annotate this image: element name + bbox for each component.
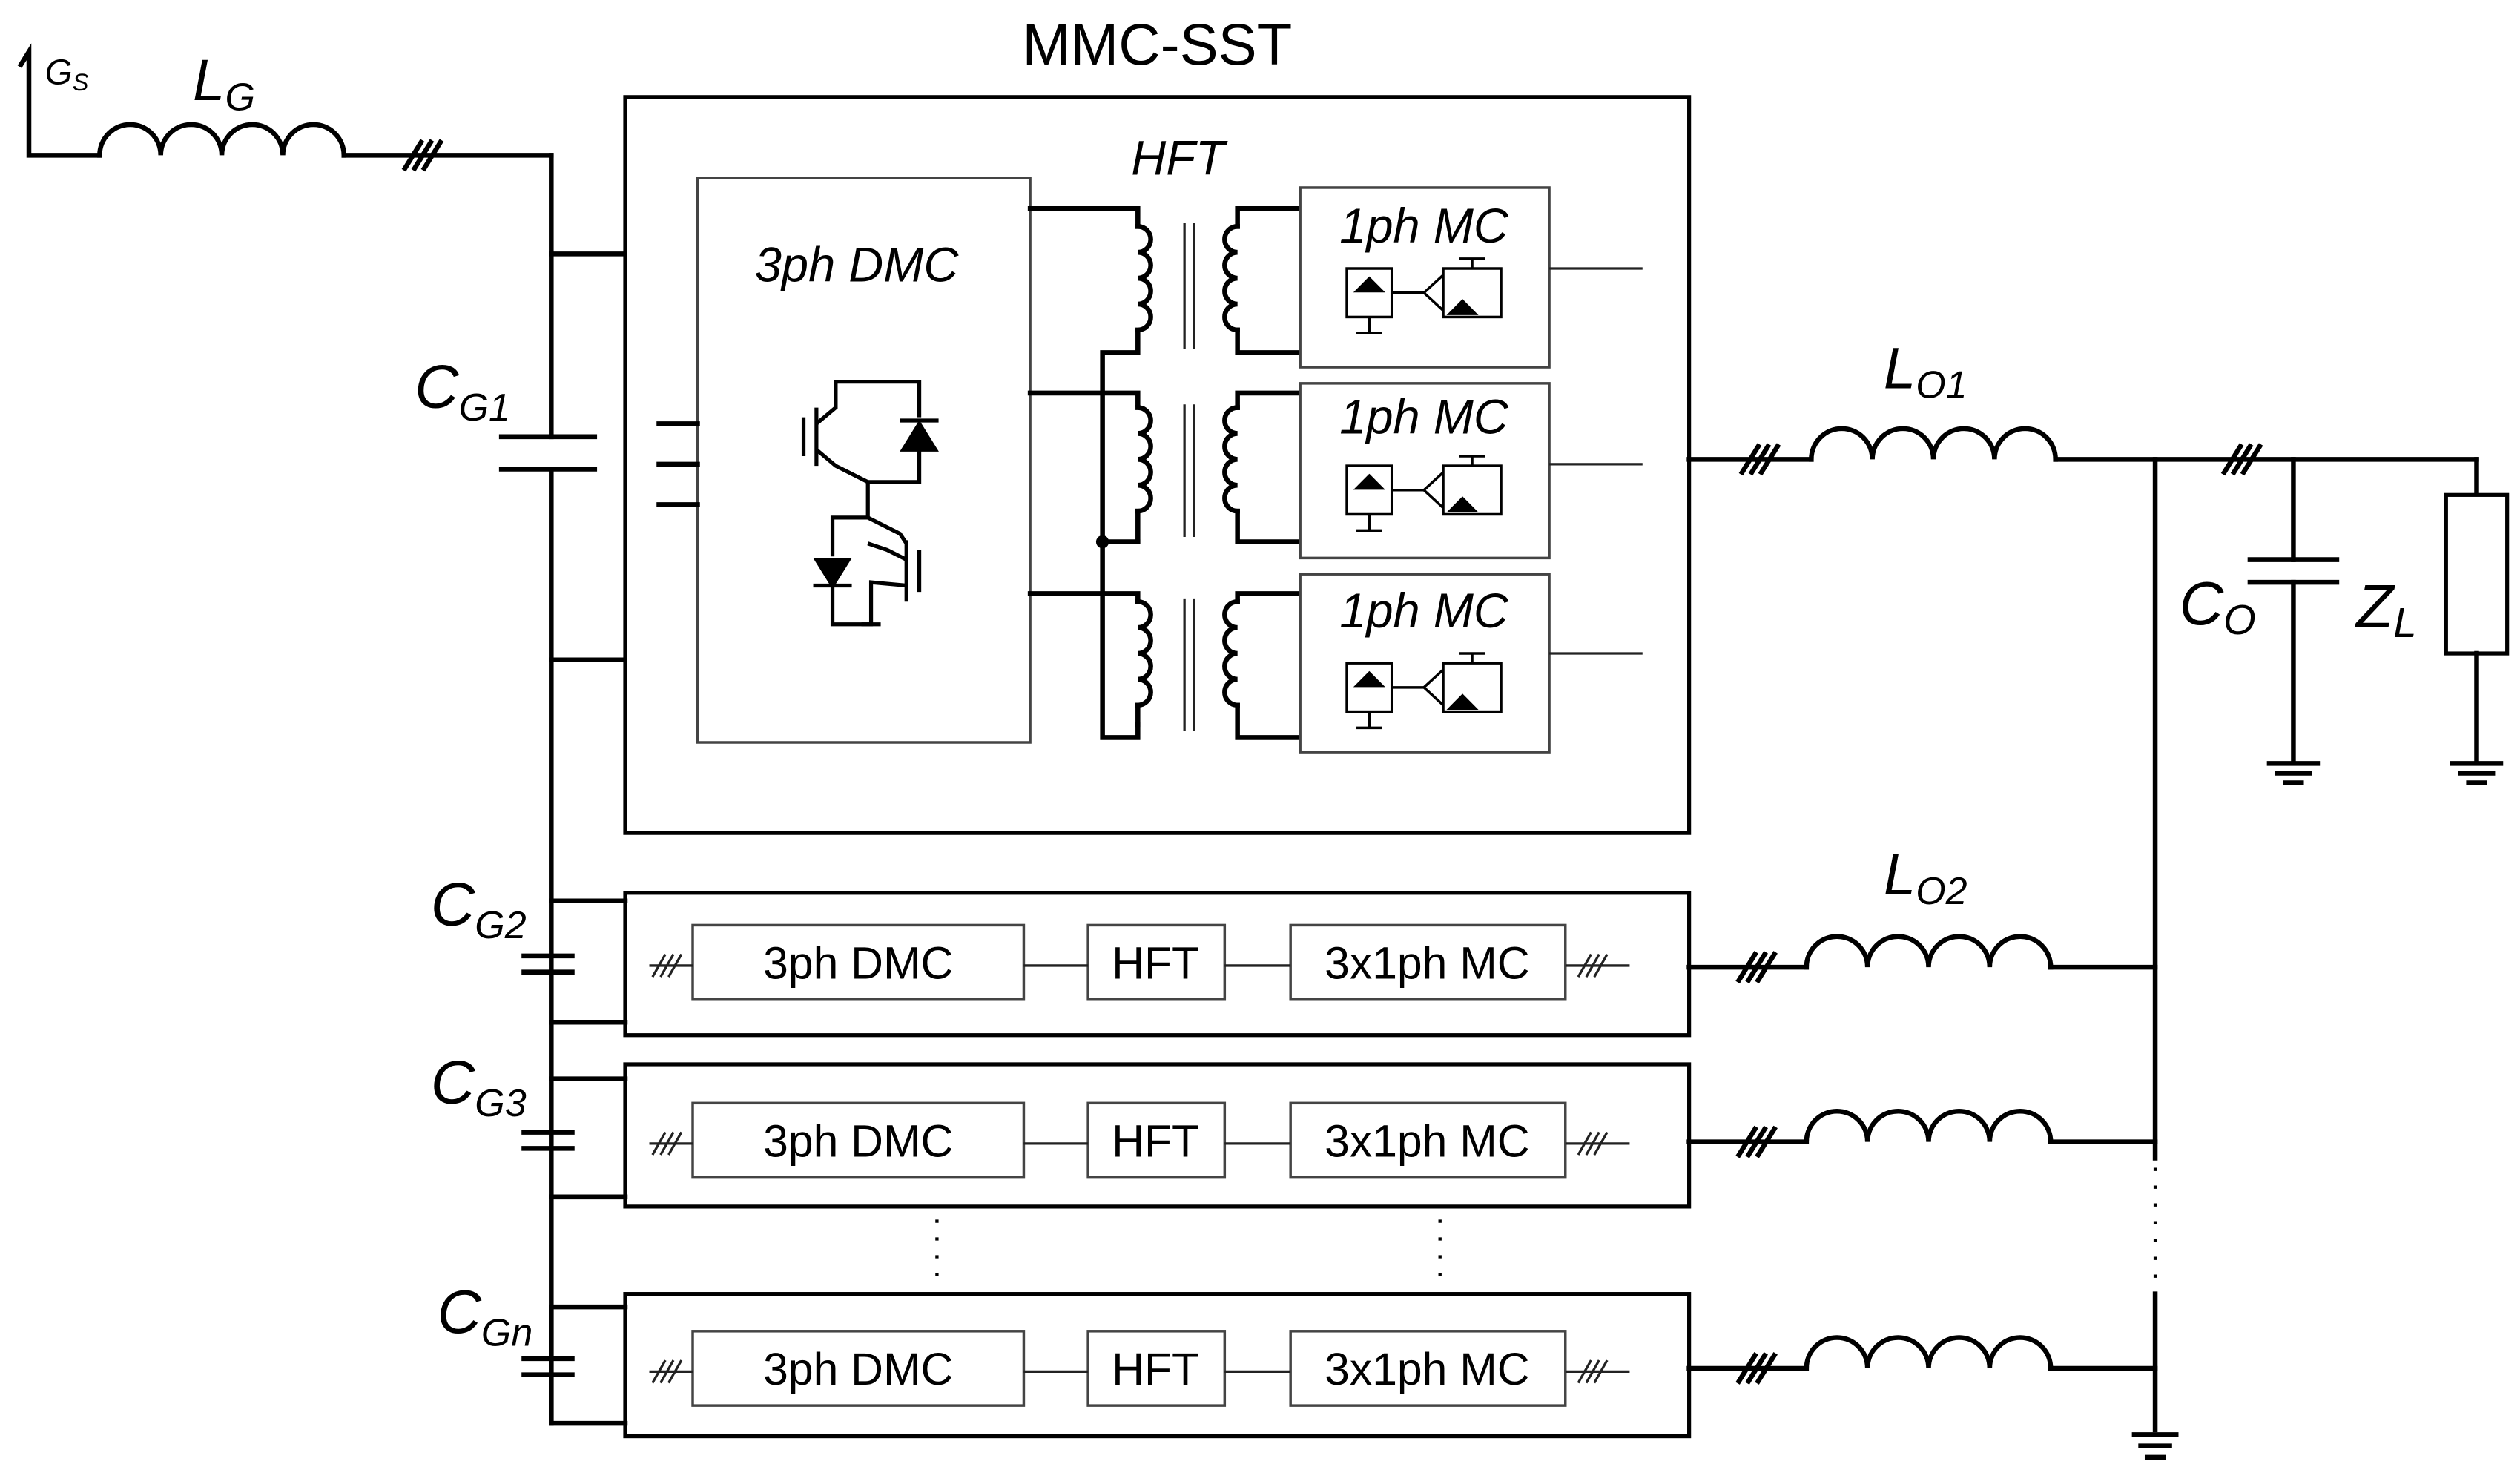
row-n-dmc-label: 3ph DMC [763, 1344, 953, 1394]
hft-label: HFT [1131, 131, 1228, 185]
three-phase-dmc-block [696, 177, 1032, 744]
grid-source: GS [17, 43, 102, 158]
cg2-symbol: C [431, 869, 476, 938]
diagram-title: MMC-SST [1022, 12, 1292, 77]
grid-inductor-symbol: L [193, 47, 225, 113]
three-phase-marker [401, 139, 444, 172]
cg1-subscript: G1 [459, 386, 510, 429]
svg-text:ZL: ZL [2355, 572, 2417, 646]
hft-transformer-2 [1135, 390, 1303, 544]
grid-inductor-subscript: G [225, 76, 254, 119]
cg2-subscript: G2 [475, 904, 526, 947]
row1-dmc-label: 3ph DMC [763, 937, 953, 988]
cg3-symbol: C [431, 1047, 476, 1116]
grid-inductor: LG [97, 47, 554, 158]
svg-text:CG3: CG3 [431, 1047, 527, 1125]
row-n-mc-label: 3x1ph MC [1325, 1344, 1529, 1394]
cgn-subscript: Gn [481, 1311, 532, 1354]
output-inductor-lo2: LO2 [1686, 842, 2158, 984]
mc-1-label: 1ph MC [1339, 199, 1508, 253]
igbt-switch-icon [801, 380, 939, 627]
hft-transformer-1 [1135, 206, 1303, 355]
capacitor-cgn: CGn [437, 1277, 575, 1377]
cgn-symbol: C [437, 1277, 482, 1346]
lo1-subscript: O1 [1916, 363, 1967, 406]
cg3-subscript: G3 [475, 1082, 526, 1125]
svg-text:LG: LG [193, 47, 255, 119]
cg1-symbol: C [415, 352, 460, 421]
svg-text:GS: GS [45, 53, 89, 96]
svg-text:LO1: LO1 [1884, 335, 1967, 406]
svg-text:CGn: CGn [437, 1277, 532, 1355]
co-symbol: C [2180, 569, 2225, 638]
module-row-1: 3ph DMC HFT 3x1ph MC [549, 891, 1692, 1038]
output-inductor-lo1: LO1 [1809, 335, 2479, 462]
lo2-symbol: L [1884, 842, 1916, 907]
zl-subscript: L [2393, 599, 2416, 646]
row2-mc-label: 3x1ph MC [1325, 1115, 1529, 1166]
dmc-output-wiring [1027, 206, 1141, 740]
module-row-2: 3ph DMC HFT 3x1ph MC [549, 1062, 1692, 1209]
zl-symbol: Z [2355, 572, 2395, 641]
row2-dmc-label: 3ph DMC [763, 1115, 953, 1166]
three-phase-marker-out1 [1738, 443, 1781, 476]
mc-3-label: 1ph MC [1339, 584, 1508, 638]
single-phase-mc-3: 1ph MC [1299, 573, 1643, 754]
output-capacitor-co: CO [2180, 457, 2340, 785]
capacitor-cg3: CG3 [431, 1047, 575, 1151]
three-phase-marker-out2 [2220, 443, 2263, 476]
svg-text:CG2: CG2 [431, 869, 527, 947]
single-phase-mc-2: 1ph MC [1299, 382, 1643, 560]
mc-2-label: 1ph MC [1339, 389, 1508, 444]
three-phase-dmc-label: 3ph DMC [755, 237, 959, 291]
module-row-n: 3ph DMC HFT 3x1ph MC [549, 1292, 1692, 1439]
source-symbol: G [45, 53, 73, 92]
co-subscript: O [2223, 596, 2256, 643]
svg-text:CO: CO [2180, 569, 2256, 643]
dmc-input-lines [656, 421, 700, 507]
svg-text:CG1: CG1 [415, 352, 510, 429]
row1-hft-label: HFT [1112, 937, 1199, 988]
continuation-dots [550, 1206, 1442, 1288]
load-impedance-zl: ZL [2355, 457, 2510, 785]
mc-switch-icons [1345, 257, 1503, 730]
output-inductor-row-n [1686, 1335, 2158, 1385]
lo2-subscript: O2 [1916, 870, 1967, 913]
svg-text:LO2: LO2 [1884, 842, 1967, 913]
single-phase-mc-1: 1ph MC [1299, 186, 1643, 369]
row-n-hft-label: HFT [1112, 1344, 1199, 1394]
capacitor-cg2: CG2 [431, 869, 575, 975]
row1-mc-label: 3x1ph MC [1325, 937, 1529, 988]
right-output-bus [2131, 457, 2179, 1460]
source-subscript: S [73, 68, 89, 96]
lo1-symbol: L [1884, 335, 1916, 400]
left-bus [549, 153, 628, 1426]
output-inductor-row2 [1686, 1109, 2158, 1158]
capacitor-cg1: CG1 [415, 352, 598, 472]
row2-hft-label: HFT [1112, 1115, 1199, 1166]
hft-transformer-3 [1135, 591, 1303, 740]
